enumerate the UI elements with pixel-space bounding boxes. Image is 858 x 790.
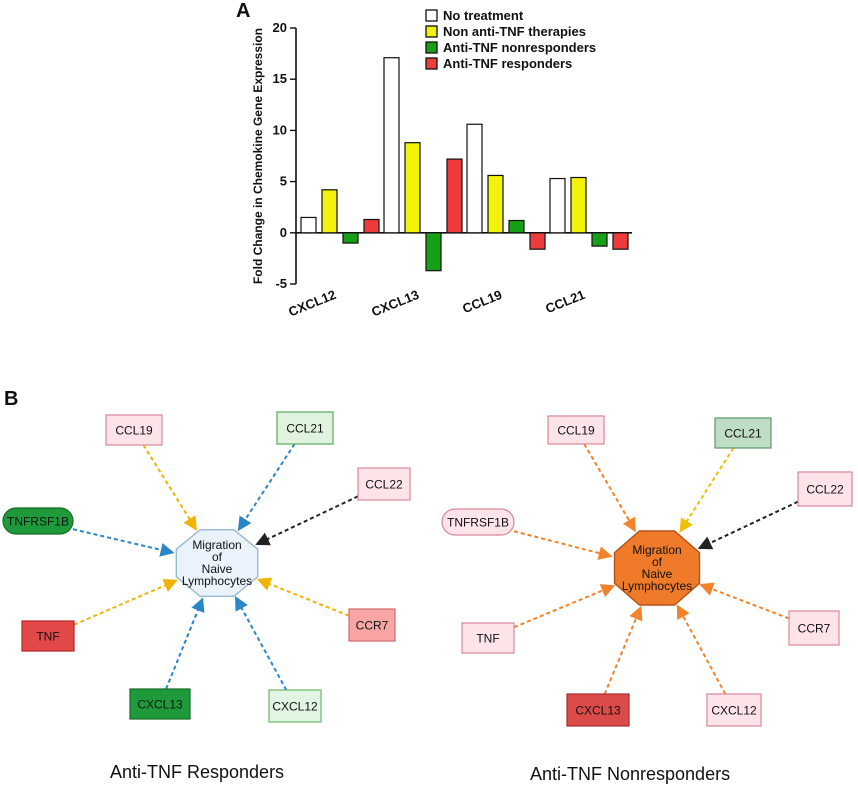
bar-ccl19-series-2 [508, 219, 525, 234]
node-tnfrsf1b-net-0 [2, 507, 74, 535]
edge-cxcl13-net-0 [165, 597, 205, 690]
node-cxcl13-net-0 [129, 688, 191, 720]
bar-ccl19-series-3 [529, 232, 546, 250]
center-label-line: Lymphocytes [182, 574, 252, 588]
bar-cxcl13-series-3 [446, 158, 463, 234]
edge-cxcl13-net-1 [603, 605, 643, 695]
edge-ccl19-net-0 [142, 444, 197, 531]
legend-label-2: Anti-TNF nonresponders [443, 40, 596, 55]
node-label-ccl19: CCL19 [557, 424, 595, 438]
node-label-cxcl13: CXCL13 [575, 704, 621, 718]
legend-swatch-3 [425, 57, 438, 70]
panel-label-a: A [236, 0, 251, 22]
edge-tnf-net-1 [513, 584, 616, 629]
edge-tnf-net-0 [73, 579, 178, 626]
edge-cxcl12-net-0 [235, 596, 288, 691]
y-tick-label: 15 [273, 71, 287, 86]
node-ccl22-net-0 [357, 467, 411, 501]
center-label-line: Naive [642, 567, 673, 581]
bar-ccl21-series-3 [612, 232, 629, 250]
node-ccl21-net-1 [714, 417, 772, 449]
x-tick-label-cxcl12: CXCL12 [286, 287, 338, 320]
y-tick-label: 0 [280, 225, 287, 240]
center-label-line: of [652, 555, 663, 569]
node-label-ccl21: CCL21 [286, 422, 324, 436]
bar-ccl21-series-0 [549, 177, 566, 234]
panel-label-b: B [4, 388, 19, 410]
node-label-ccr7: CCR7 [798, 622, 831, 636]
caption-nonresponders: Anti-TNF Nonresponders [530, 764, 731, 784]
bar-ccl19-series-0 [466, 123, 483, 234]
node-ccl19-net-1 [547, 415, 605, 445]
bar-cxcl13-series-1 [404, 142, 421, 234]
legend-swatch-0 [425, 9, 438, 22]
x-tick-label-ccl21: CCL21 [543, 287, 587, 316]
legend-swatch-1 [425, 25, 438, 38]
bar-cxcl12-series-2 [342, 232, 359, 244]
bar-ccl21-series-2 [591, 232, 608, 247]
caption-responders: Anti-TNF Responders [110, 762, 285, 782]
bar-cxcl12-series-0 [300, 216, 317, 234]
legend-label-3: Anti-TNF responders [443, 56, 572, 71]
legend-label-0: No treatment [443, 8, 524, 23]
bar-cxcl13-series-0 [383, 57, 400, 234]
edge-ccr7-net-1 [699, 582, 790, 620]
center-node-net-0 [175, 528, 259, 598]
bar-cxcl12-series-1 [321, 189, 338, 234]
node-label-cxcl13: CXCL13 [137, 698, 183, 712]
bar-cxcl12-series-3 [363, 218, 380, 234]
center-label-line: Naive [202, 562, 233, 576]
node-label-tnfrsf1b: TNFRSF1B [7, 515, 69, 529]
edge-ccl22-net-0 [255, 495, 359, 546]
node-cxcl12-net-0 [268, 689, 322, 723]
y-tick-label: 20 [273, 20, 287, 35]
node-label-tnf: TNF [36, 630, 59, 644]
node-label-ccl22: CCL22 [365, 478, 403, 492]
node-tnf-net-0 [21, 620, 75, 652]
bar-ccl21-series-1 [570, 176, 587, 234]
node-label-ccl21: CCL21 [724, 427, 762, 441]
node-ccr7-net-1 [788, 610, 840, 646]
edge-tnfrsf1b-net-1 [513, 530, 613, 560]
node-tnf-net-1 [461, 622, 515, 654]
center-label-line: of [212, 550, 223, 564]
node-cxcl12-net-1 [706, 693, 762, 727]
node-label-cxcl12: CXCL12 [272, 700, 318, 714]
y-tick-label: -5 [275, 276, 287, 291]
node-label-tnf: TNF [476, 632, 499, 646]
node-cxcl13-net-1 [566, 693, 630, 727]
x-tick-label-cxcl13: CXCL13 [369, 287, 421, 320]
center-node-net-1 [613, 530, 701, 606]
bar-ccl19-series-1 [487, 174, 504, 234]
edge-ccl21-net-0 [237, 443, 296, 532]
edge-ccl21-net-1 [679, 447, 735, 533]
node-label-tnfrsf1b: TNFRSF1B [447, 516, 509, 530]
edge-ccl19-net-1 [583, 443, 636, 533]
legend-swatch-2 [425, 41, 438, 54]
node-ccl22-net-1 [797, 471, 853, 507]
y-axis-label: Fold Change in Chemokine Gene Expression [251, 28, 265, 284]
center-label-line: Migration [632, 543, 681, 557]
edge-ccl22-net-1 [697, 500, 799, 550]
legend-label-1: Non anti-TNF therapies [443, 24, 586, 39]
y-tick-label: 10 [273, 122, 287, 137]
bar-cxcl13-series-2 [425, 232, 442, 272]
node-label-ccr7: CCR7 [356, 619, 389, 633]
center-label-line: Lymphocytes [622, 579, 692, 593]
node-tnfrsf1b-net-1 [441, 508, 515, 536]
x-tick-label-ccl19: CCL19 [460, 287, 504, 316]
node-label-ccl22: CCL22 [806, 483, 844, 497]
edge-cxcl12-net-1 [676, 604, 727, 695]
node-ccl19-net-0 [105, 414, 163, 446]
node-ccr7-net-0 [348, 608, 396, 642]
node-label-cxcl12: CXCL12 [711, 704, 757, 718]
node-label-ccl19: CCL19 [115, 424, 153, 438]
node-ccl21-net-0 [276, 411, 334, 445]
y-tick-label: 5 [280, 174, 287, 189]
edge-ccr7-net-0 [256, 577, 350, 617]
center-label-line: Migration [192, 538, 241, 552]
edge-tnfrsf1b-net-0 [72, 528, 175, 557]
